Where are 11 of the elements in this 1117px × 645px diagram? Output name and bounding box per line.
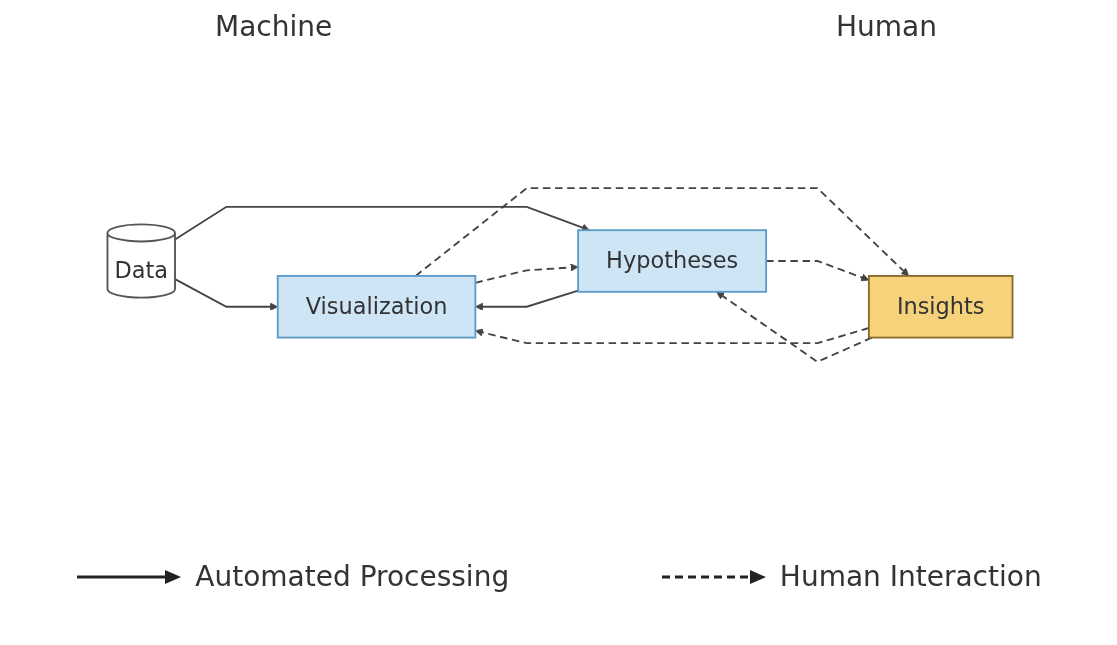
arrow	[716, 291, 873, 363]
group-label: Human	[836, 10, 937, 43]
legend-label: Automated Processing	[195, 560, 510, 593]
node-box: Insights	[867, 275, 1014, 339]
node-box: Visualization	[276, 275, 477, 339]
node-box: Hypotheses	[577, 229, 768, 293]
legend-label: Human Interaction	[779, 560, 1042, 593]
arrow	[475, 289, 580, 311]
group-label: Machine	[215, 10, 333, 43]
arrow	[174, 205, 590, 241]
arrow	[414, 187, 910, 277]
